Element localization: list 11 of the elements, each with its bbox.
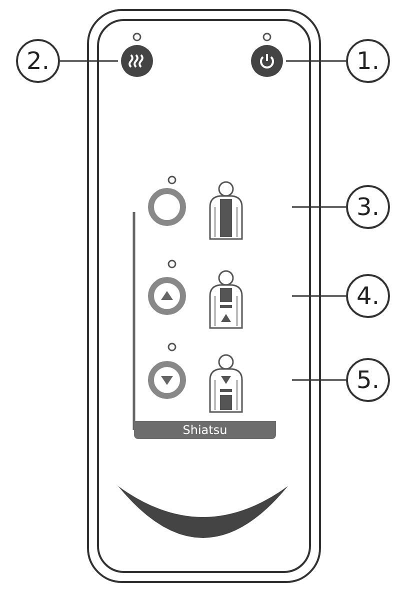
callout-number: 5. bbox=[346, 358, 390, 402]
leader-line bbox=[292, 295, 346, 297]
callout-number: 2. bbox=[16, 39, 60, 83]
callout-number: 1. bbox=[346, 39, 390, 83]
callout-number: 4. bbox=[346, 274, 390, 318]
leader-line bbox=[60, 60, 118, 62]
leader-line bbox=[292, 206, 346, 208]
leader-line bbox=[292, 379, 346, 381]
callout-number: 3. bbox=[346, 185, 390, 229]
section-label: Shiatsu bbox=[134, 421, 276, 439]
leader-line bbox=[286, 60, 346, 62]
